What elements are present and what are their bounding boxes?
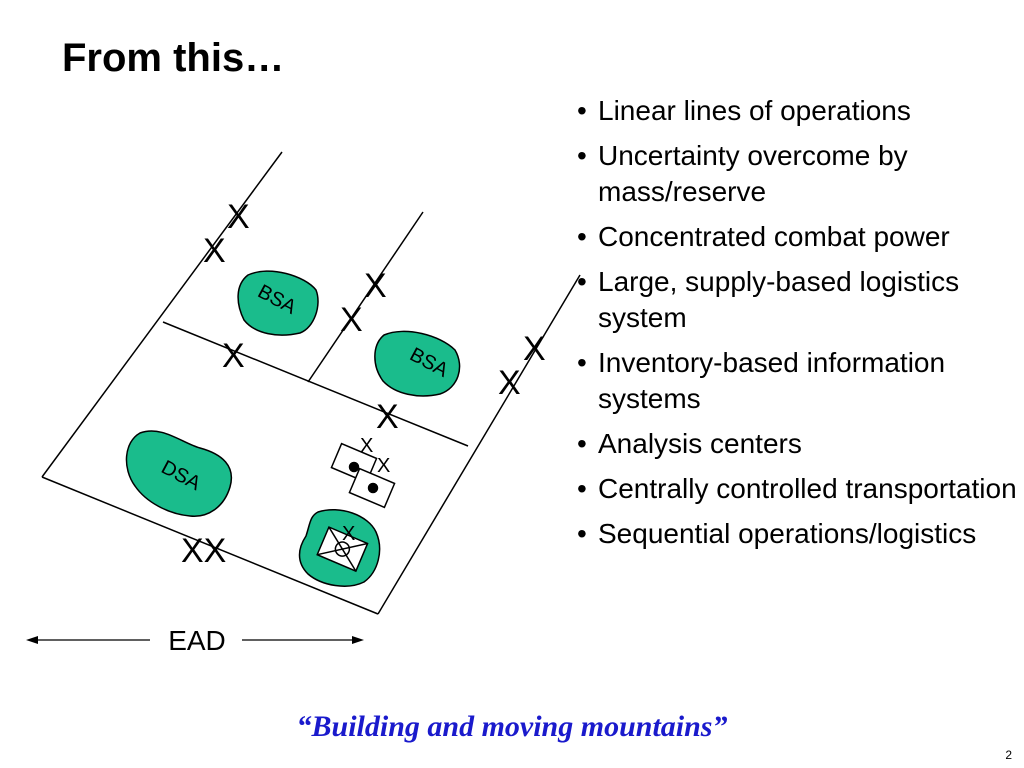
bullet-marker: • xyxy=(577,140,587,171)
bullet-list: • Linear lines of operations • Uncertainty… xyxy=(577,93,1017,561)
brigade-separation-line xyxy=(307,211,424,383)
brigade-rear-boundary-line xyxy=(162,321,469,447)
support-area: X xyxy=(298,508,381,587)
bullet-marker: • xyxy=(577,347,587,378)
dsa-area: DSA xyxy=(125,430,233,517)
x-symbol: X xyxy=(364,267,387,305)
bullet-item: • Uncertainty overcome by mass/reserve xyxy=(577,138,1017,210)
x-symbol: X xyxy=(340,301,363,339)
bullet-text: Inventory-based information systems xyxy=(598,347,946,414)
unit-size-x: X xyxy=(377,455,390,477)
x-symbol: X xyxy=(523,330,546,368)
bullet-item: • Centrally controlled transportation xyxy=(577,471,1017,507)
bullet-marker: • xyxy=(577,266,587,297)
unit-dot xyxy=(348,461,360,473)
unit-symbols xyxy=(330,442,396,509)
unit-dot xyxy=(367,482,379,494)
page-number: 2 xyxy=(1005,748,1012,762)
x-symbols: X X X X X X X X XX xyxy=(181,198,546,570)
crossed-box-symbol xyxy=(316,526,369,573)
boundary-lines xyxy=(41,151,581,615)
x-symbol: X xyxy=(376,398,399,436)
bullet-marker: • xyxy=(577,518,587,549)
ead-arrow-left-head xyxy=(26,636,38,644)
x-symbol: X xyxy=(498,364,521,402)
unit-size-x: X xyxy=(342,523,355,545)
x-symbol: X xyxy=(227,198,250,236)
x-symbol: X xyxy=(203,232,226,270)
bullet-item: • Concentrated combat power xyxy=(577,219,1017,255)
bullet-marker: • xyxy=(577,428,587,459)
left-boundary-line xyxy=(41,151,283,478)
bullet-text: Linear lines of operations xyxy=(598,95,911,126)
bullet-item: • Sequential operations/logistics xyxy=(577,516,1017,552)
slide-title: From this… xyxy=(62,36,285,80)
bullet-item: • Large, supply-based logistics system xyxy=(577,264,1017,336)
bullet-text: Uncertainty overcome by mass/reserve xyxy=(598,140,908,207)
bsa-area-2: BSA xyxy=(374,330,461,397)
bullet-marker: • xyxy=(577,95,587,126)
rear-boundary-line xyxy=(41,476,379,615)
x-symbol: X xyxy=(222,337,245,375)
bullet-item: • Analysis centers xyxy=(577,426,1017,462)
slide-caption: “Building and moving mountains” xyxy=(296,710,728,743)
bullet-text: Concentrated combat power xyxy=(598,221,950,252)
bullet-text: Centrally controlled transportation xyxy=(598,473,1017,504)
bullet-marker: • xyxy=(577,473,587,504)
ead-arrow xyxy=(26,636,364,644)
xx-symbol: XX xyxy=(181,532,226,570)
bsa-area-1: BSA xyxy=(237,270,319,336)
ead-label: EAD xyxy=(168,625,226,656)
bullet-marker: • xyxy=(577,221,587,252)
bullet-text: Sequential operations/logistics xyxy=(598,518,977,549)
unit-size-markers: X X xyxy=(360,435,390,477)
bullet-text: Analysis centers xyxy=(598,428,802,459)
ead-arrow-right-head xyxy=(352,636,364,644)
right-boundary-line xyxy=(377,274,581,615)
bullet-text: Large, supply-based logistics system xyxy=(598,266,960,333)
bullet-item: • Inventory-based information systems xyxy=(577,345,1017,417)
bullet-item: • Linear lines of operations xyxy=(577,93,1017,129)
unit-size-x: X xyxy=(360,435,373,457)
